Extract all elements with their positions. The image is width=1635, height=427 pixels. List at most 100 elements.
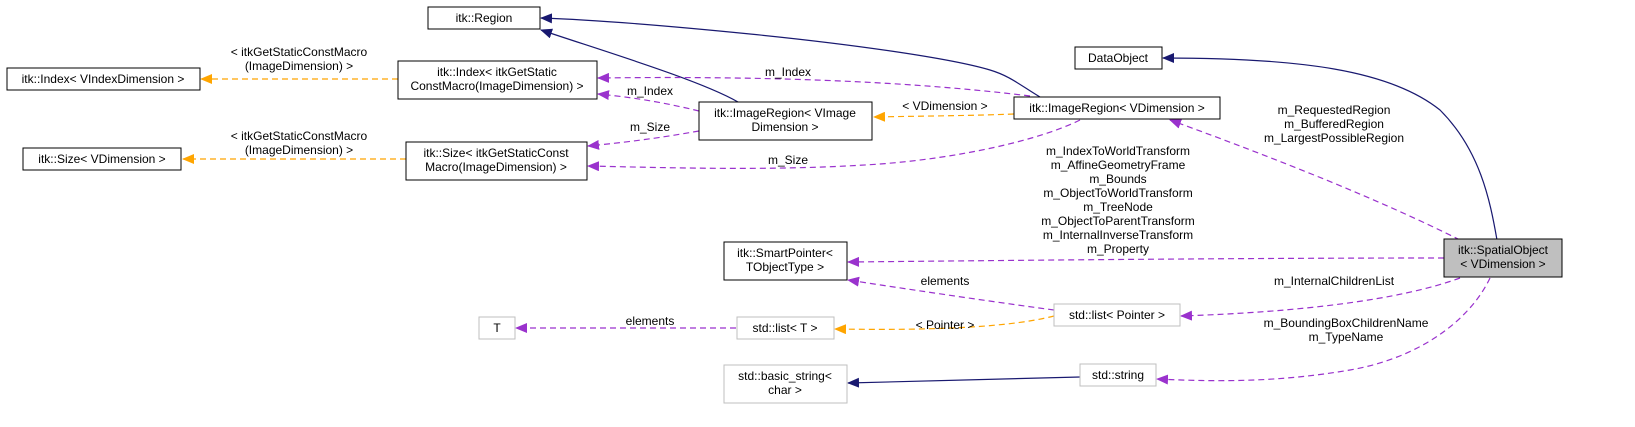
text-line: char > [768,383,802,397]
label-index-template: < itkGetStaticConstMacro(ImageDimension)… [231,45,368,73]
node-itk-region[interactable]: itk::Region [427,6,541,30]
text-line: m_Size [768,153,808,167]
text-line: itk::ImageRegion< VImage [714,106,856,120]
text-line: itk::Size< VDimension > [38,152,165,166]
text-line: m_RequestedRegion [1278,103,1391,117]
label-m-size-mid: m_Size [630,120,670,134]
node-index-vindex[interactable]: itk::Index< VIndexDimension > [6,67,201,91]
edge-labels: < itkGetStaticConstMacro(ImageDimension)… [231,45,1429,344]
edge-imageregion-vimage-to-region [540,28,739,103]
label-size-template: < itkGetStaticConstMacro(ImageDimension)… [231,129,368,157]
text-line: itk::Size< itkGetStaticConst [423,146,569,160]
text-line: std::basic_string< [738,369,832,383]
text-line: std::list< T > [753,321,818,335]
node-index-vindex-label: itk::Index< VIndexDimension > [22,72,185,86]
node-t-param-label: T [493,321,501,335]
text-line: ConstMacro(ImageDimension) > [410,79,583,93]
text-line: < VDimension > [902,99,987,113]
node-smart-pointer-label: itk::SmartPointer<TObjectType > [737,246,833,274]
node-list-pointer-label: std::list< Pointer > [1069,308,1165,322]
node-data-object-label: DataObject [1088,51,1149,65]
text-line: elements [626,314,675,328]
text-line: m_Index [765,65,811,79]
edge-imageregion-vdim-to-sizestatic [587,119,1081,172]
text-line: m_ObjectToParentTransform [1041,214,1195,228]
edge-spatialobject-to-smartpointer [847,256,1445,267]
text-line: Macro(ImageDimension) > [425,160,567,174]
text-line: std::string [1092,368,1144,382]
text-line: m_IndexToWorldTransform [1046,144,1190,158]
text-line: T [493,321,501,335]
node-std-string[interactable]: std::string [1079,363,1157,387]
node-imageregion-vdim[interactable]: itk::ImageRegion< VDimension > [1013,96,1221,120]
text-line: itk::Index< VIndexDimension > [22,72,185,86]
text-line: itk::Region [456,11,513,25]
text-line: elements [921,274,970,288]
edge-imageregion-vdim-to-indexstatic [597,72,1031,97]
label-vdimension-template: < VDimension > [902,99,987,113]
edges [182,13,1498,388]
text-line: m_LargestPossibleRegion [1264,131,1404,145]
edge-imageregion-vdim-to-vimage [873,111,1015,122]
node-t-param[interactable]: T [478,316,516,340]
text-line: m_ObjectToWorldTransform [1043,186,1192,200]
node-smart-pointer[interactable]: itk::SmartPointer<TObjectType > [723,241,848,281]
text-line: (ImageDimension) > [245,143,353,157]
text-line: m_InternalInverseTransform [1043,228,1193,242]
node-list-t[interactable]: std::list< T > [736,316,835,340]
edge-spatialobject-to-listpointer [1180,277,1461,321]
node-size-vdim[interactable]: itk::Size< VDimension > [22,147,182,171]
edge-listpointer-to-listt [834,315,1055,335]
text-line: < itkGetStaticConstMacro [231,45,368,59]
edge-listpointer-to-smartpointer [847,276,1055,311]
text-line: m_InternalChildrenList [1274,274,1395,288]
text-line: < itkGetStaticConstMacro [231,129,368,143]
label-m-index-top: m_Index [765,65,811,79]
edge-spatialobject-to-dataobject [1162,53,1498,241]
text-line: m_Property [1087,242,1149,256]
text-line: m_BufferedRegion [1284,117,1384,131]
text-line: m_TypeName [1309,330,1384,344]
text-line: m_Index [627,84,673,98]
text-line: < VDimension > [1460,257,1545,271]
node-list-t-label: std::list< T > [753,321,818,335]
node-imageregion-vdim-label: itk::ImageRegion< VDimension > [1029,101,1204,115]
text-line: std::list< Pointer > [1069,308,1165,322]
edge-imageregion-vdim-to-region [540,13,1041,98]
nodes: itk::Region DataObject itk::Index< VInde… [6,6,1563,404]
text-line: itk::SpatialObject [1458,243,1549,257]
text-line: m_Bounds [1089,172,1146,186]
label-m-size-bottom: m_Size [768,153,808,167]
node-basic-string[interactable]: std::basic_string<char > [723,364,848,404]
node-list-pointer[interactable]: std::list< Pointer > [1053,303,1181,327]
edge-spatialobject-to-imageregion-vdim [1169,119,1461,241]
text-line: m_TreeNode [1083,200,1153,214]
node-std-string-label: std::string [1092,368,1144,382]
node-spatial-object[interactable]: itk::SpatialObject< VDimension > [1443,238,1563,278]
node-spatial-object-label: itk::SpatialObject< VDimension > [1458,243,1549,271]
label-elements-smart: elements [921,274,970,288]
text-line: DataObject [1088,51,1149,65]
text-line: TObjectType > [746,260,824,274]
node-data-object[interactable]: DataObject [1074,46,1163,70]
text-line: < Pointer > [916,318,975,332]
node-size-vdim-label: itk::Size< VDimension > [38,152,165,166]
node-basic-string-label: std::basic_string<char > [738,369,832,397]
text-line: m_Size [630,120,670,134]
label-internal-children: m_InternalChildrenList [1274,274,1395,288]
text-line: m_BoundingBoxChildrenName [1264,316,1429,330]
label-pointer-template: < Pointer > [916,318,975,332]
text-line: (ImageDimension) > [245,59,353,73]
text-line: itk::SmartPointer< [737,246,833,260]
node-itk-region-label: itk::Region [456,11,513,25]
edge-stdstring-to-basicstring [847,376,1081,388]
label-elements-t: elements [626,314,675,328]
